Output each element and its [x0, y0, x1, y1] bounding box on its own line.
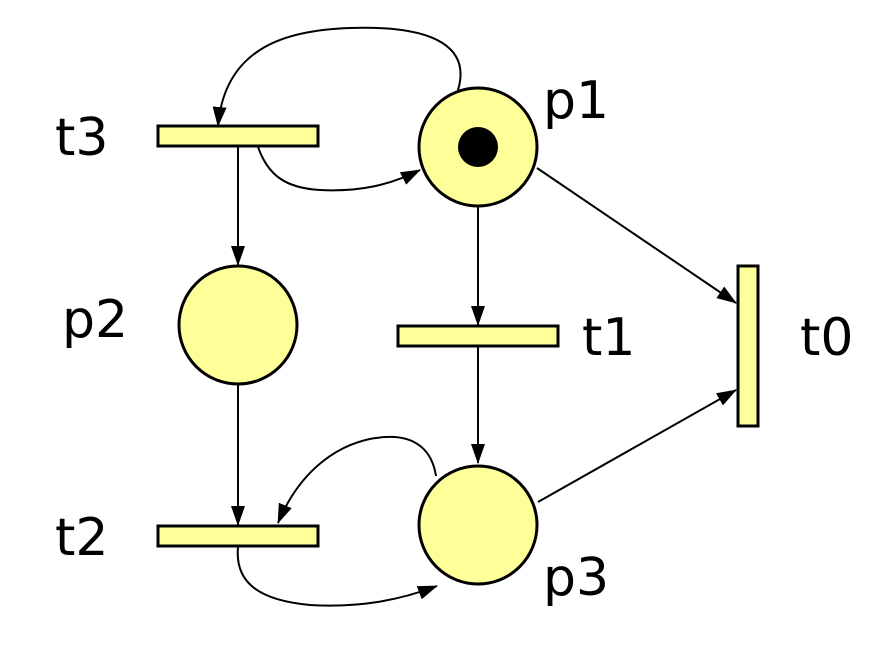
arc-t2-to-p3 [236, 546, 438, 607]
label-p1: p1 [543, 71, 609, 131]
transition-t2 [156, 524, 320, 548]
transition-t3 [156, 124, 320, 148]
arc-p3-to-t0 [537, 389, 737, 503]
label-t1: t1 [582, 308, 635, 368]
place-p3 [417, 464, 539, 586]
arc-t3-to-p1 [257, 146, 421, 192]
place-p2 [177, 264, 299, 386]
label-p3: p3 [543, 548, 609, 608]
transitions [156, 124, 760, 548]
places [177, 86, 539, 586]
arc-p3-to-t2 [277, 435, 437, 524]
arc-p1-to-t3 [212, 26, 462, 127]
label-t2: t2 [55, 508, 108, 568]
label-t3: t3 [55, 108, 108, 168]
transition-t1 [396, 324, 560, 348]
label-p2: p2 [62, 290, 128, 350]
transition-t0 [736, 264, 760, 428]
labels: t3 p1 p2 t1 t0 t2 p3 [55, 71, 853, 608]
arc-p1-to-t0 [536, 167, 737, 304]
arcs [212, 26, 737, 607]
label-t0: t0 [800, 308, 853, 368]
token-p1 [458, 127, 498, 167]
